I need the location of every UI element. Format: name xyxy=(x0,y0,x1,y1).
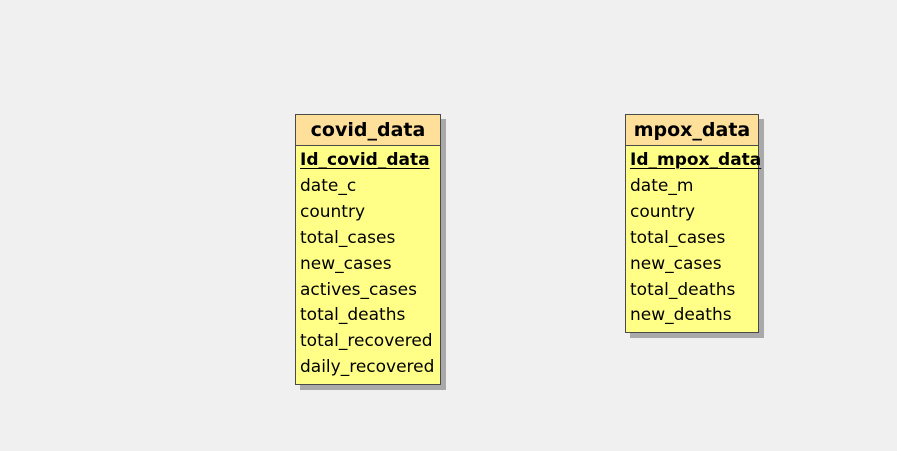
entity-title: mpox_data xyxy=(626,115,758,146)
attribute: new_deaths xyxy=(630,305,732,326)
attribute-list: Id_covid_data date_c country total_cases… xyxy=(296,146,440,384)
attribute: actives_cases xyxy=(300,279,417,300)
attribute: country xyxy=(630,201,696,222)
primary-key-attribute: Id_covid_data xyxy=(300,150,430,170)
attribute-list: Id_mpox_data date_m country total_cases … xyxy=(626,146,762,332)
attribute: total_recovered xyxy=(300,331,433,352)
attribute: total_cases xyxy=(300,227,396,248)
entity-covid-data[interactable]: covid_data Id_covid_data date_c country … xyxy=(295,114,441,386)
attribute: new_cases xyxy=(630,253,722,274)
attribute: date_m xyxy=(630,175,694,196)
attribute: total_deaths xyxy=(300,305,406,326)
entity-title: covid_data xyxy=(296,115,440,146)
attribute: new_cases xyxy=(300,253,392,274)
attribute: date_c xyxy=(300,175,357,196)
attribute: country xyxy=(300,201,366,222)
primary-key-attribute: Id_mpox_data xyxy=(630,150,762,170)
entity-mpox-data[interactable]: mpox_data Id_mpox_data date_m country to… xyxy=(625,114,762,334)
attribute: daily_recovered xyxy=(300,357,435,378)
attribute: total_deaths xyxy=(630,279,736,300)
attribute: total_cases xyxy=(630,227,726,248)
